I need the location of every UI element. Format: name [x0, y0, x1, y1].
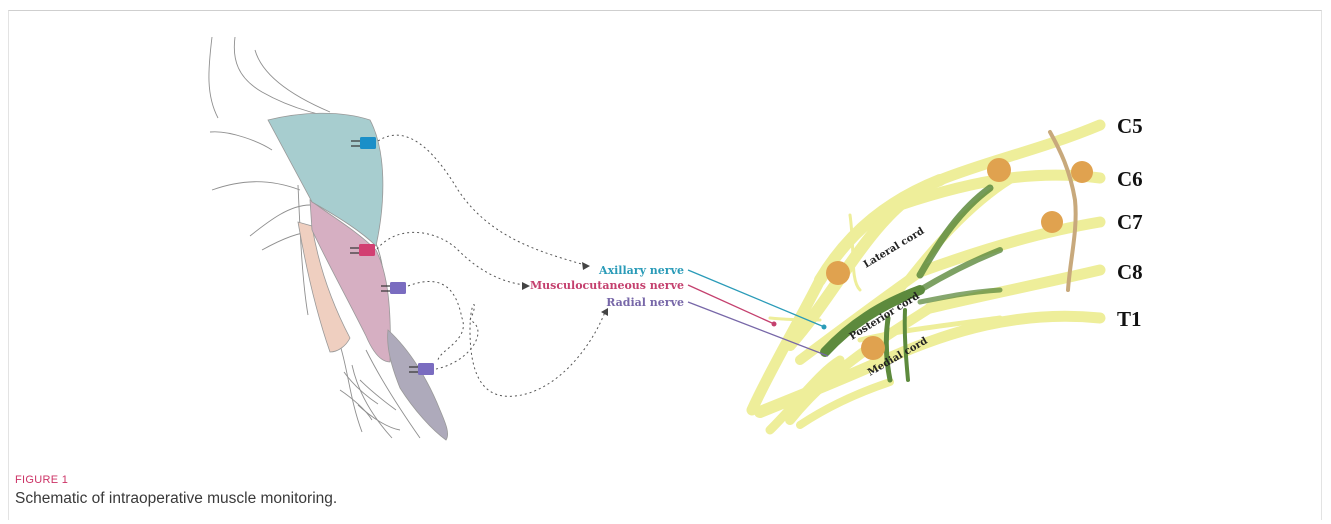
elbow-outline — [343, 371, 397, 411]
nerve-label-musculocutaneous: Musculocutaneous nerve — [530, 279, 684, 292]
sympathetic-chain — [1048, 130, 1078, 292]
electrode-icon — [350, 244, 375, 256]
dotted-lead-icon — [376, 134, 606, 397]
nerve-label-axillary: Axillary nerve — [598, 264, 684, 277]
radial-leader-line — [687, 301, 829, 357]
triceps-muscle — [387, 329, 448, 441]
electrode-icon — [409, 363, 434, 375]
arrowheads — [522, 262, 608, 316]
root-label-c5: C5 — [1117, 114, 1143, 138]
electrode-icon — [381, 282, 406, 294]
root-label-c7: C7 — [1117, 210, 1143, 234]
nerve-label-radial: Radial nerve — [606, 296, 684, 309]
figure-frame — [8, 10, 1322, 520]
root-label-t1: T1 — [1117, 307, 1142, 331]
musculocutaneous-leader-line — [687, 284, 773, 324]
musculocutaneous-point — [771, 321, 777, 327]
electrode-icon — [351, 137, 376, 149]
root-label-c8: C8 — [1117, 260, 1143, 284]
arm-outline — [208, 36, 421, 439]
axillary-leader-line — [687, 269, 823, 327]
figure-label: FIGURE 1 — [15, 474, 69, 486]
axillary-point — [821, 324, 827, 330]
figure-caption: Schematic of intraoperative muscle monit… — [15, 490, 338, 507]
root-label-c6: C6 — [1117, 167, 1143, 191]
posterior-cord — [820, 184, 1003, 383]
biceps-muscle — [309, 199, 391, 363]
root-ganglia — [826, 158, 1093, 360]
brachioradialis-muscle — [297, 221, 351, 353]
brachial-plexus — [746, 119, 1106, 435]
